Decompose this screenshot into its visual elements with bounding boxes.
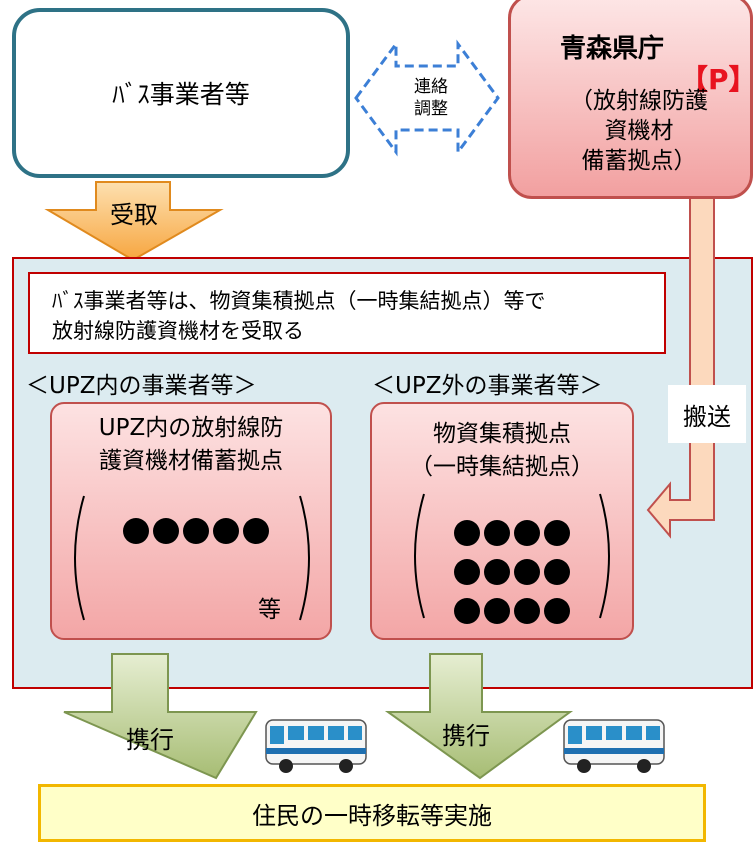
right-card-title: 物資集積拠点 （一時集結拠点） (370, 418, 634, 484)
receive-arrow (44, 181, 224, 262)
note-line2: 放射線防護資機材を受取る (52, 319, 304, 343)
left-dot-grid (116, 518, 276, 548)
left-card-brackets (74, 495, 310, 621)
left-group-heading: ＜UPZ内の事業者等＞ (26, 373, 257, 399)
note-box: ﾊﾞｽ事業者等は、物資集積拠点（一時集結拠点）等で 放射線防護資機材を受取る (28, 272, 666, 354)
dot (454, 559, 480, 585)
right-dot-grid (442, 520, 582, 637)
dot-row (442, 520, 582, 559)
left-card-title: UPZ内の放射線防 護資機材備蓄拠点 (50, 412, 332, 478)
liaison-double-arrow (354, 39, 500, 157)
bus-icon (563, 719, 665, 773)
accompany-left-label: 携行 (126, 726, 174, 754)
dot (544, 598, 570, 624)
dot (213, 518, 239, 544)
dot (243, 518, 269, 544)
dot (544, 520, 570, 546)
result-label: 住民の一時移転等実施 (252, 801, 492, 830)
accompany-arrow-right (384, 653, 574, 780)
dot (484, 520, 510, 546)
transport-arrow (646, 197, 715, 539)
receive-arrow-label: 受取 (110, 201, 158, 229)
dot (484, 559, 510, 585)
dot (544, 559, 570, 585)
left-card-title-line1: UPZ内の放射線防 (98, 415, 284, 441)
dot (514, 520, 540, 546)
dot (484, 598, 510, 624)
prefecture-badge: 【P】 (680, 63, 753, 96)
dot (514, 559, 540, 585)
prefecture-subtitle-line3: 備蓄拠点） (581, 148, 697, 174)
dot (123, 518, 149, 544)
bus-operator-label: ﾊﾞｽ事業者等 (112, 80, 250, 109)
liaison-label-line1: 連絡 (414, 77, 448, 97)
accompany-arrow-left (63, 653, 258, 780)
dot (153, 518, 179, 544)
accompany-right-label: 携行 (442, 722, 490, 750)
note-line1: ﾊﾞｽ事業者等は、物資集積拠点（一時集結拠点）等で (52, 289, 546, 313)
dot (454, 520, 480, 546)
transport-label-box: 搬送 (668, 385, 746, 443)
prefecture-title: 青森県庁 (560, 34, 665, 64)
prefecture-subtitle: （放射線防護 資機材 備蓄拠点） (530, 86, 748, 176)
liaison-label-line2: 調整 (414, 99, 448, 119)
transport-arrow-label: 搬送 (683, 402, 731, 431)
prefecture-box (508, 0, 753, 199)
left-card-title-line2: 護資機材備蓄拠点 (99, 448, 283, 474)
left-card-suffix: 等 (258, 597, 281, 623)
dot (454, 598, 480, 624)
bus-icon (265, 719, 367, 773)
dot-row (442, 598, 582, 637)
liaison-label: 連絡 調整 (405, 76, 457, 120)
dot (183, 518, 209, 544)
result-box: 住民の一時移転等実施 (38, 784, 706, 842)
bus-operator-box: ﾊﾞｽ事業者等 (12, 8, 350, 178)
right-card-title-line2: （一時集結拠点） (410, 454, 594, 480)
right-card-brackets (414, 493, 610, 619)
right-group-heading: ＜UPZ外の事業者等＞ (372, 373, 603, 399)
right-card-title-line1: 物資集積拠点 (433, 421, 571, 447)
prefecture-subtitle-line1: （放射線防護 (570, 88, 708, 114)
prefecture-subtitle-line2: 資機材 (604, 118, 674, 144)
dot-row (442, 559, 582, 598)
dot (514, 598, 540, 624)
